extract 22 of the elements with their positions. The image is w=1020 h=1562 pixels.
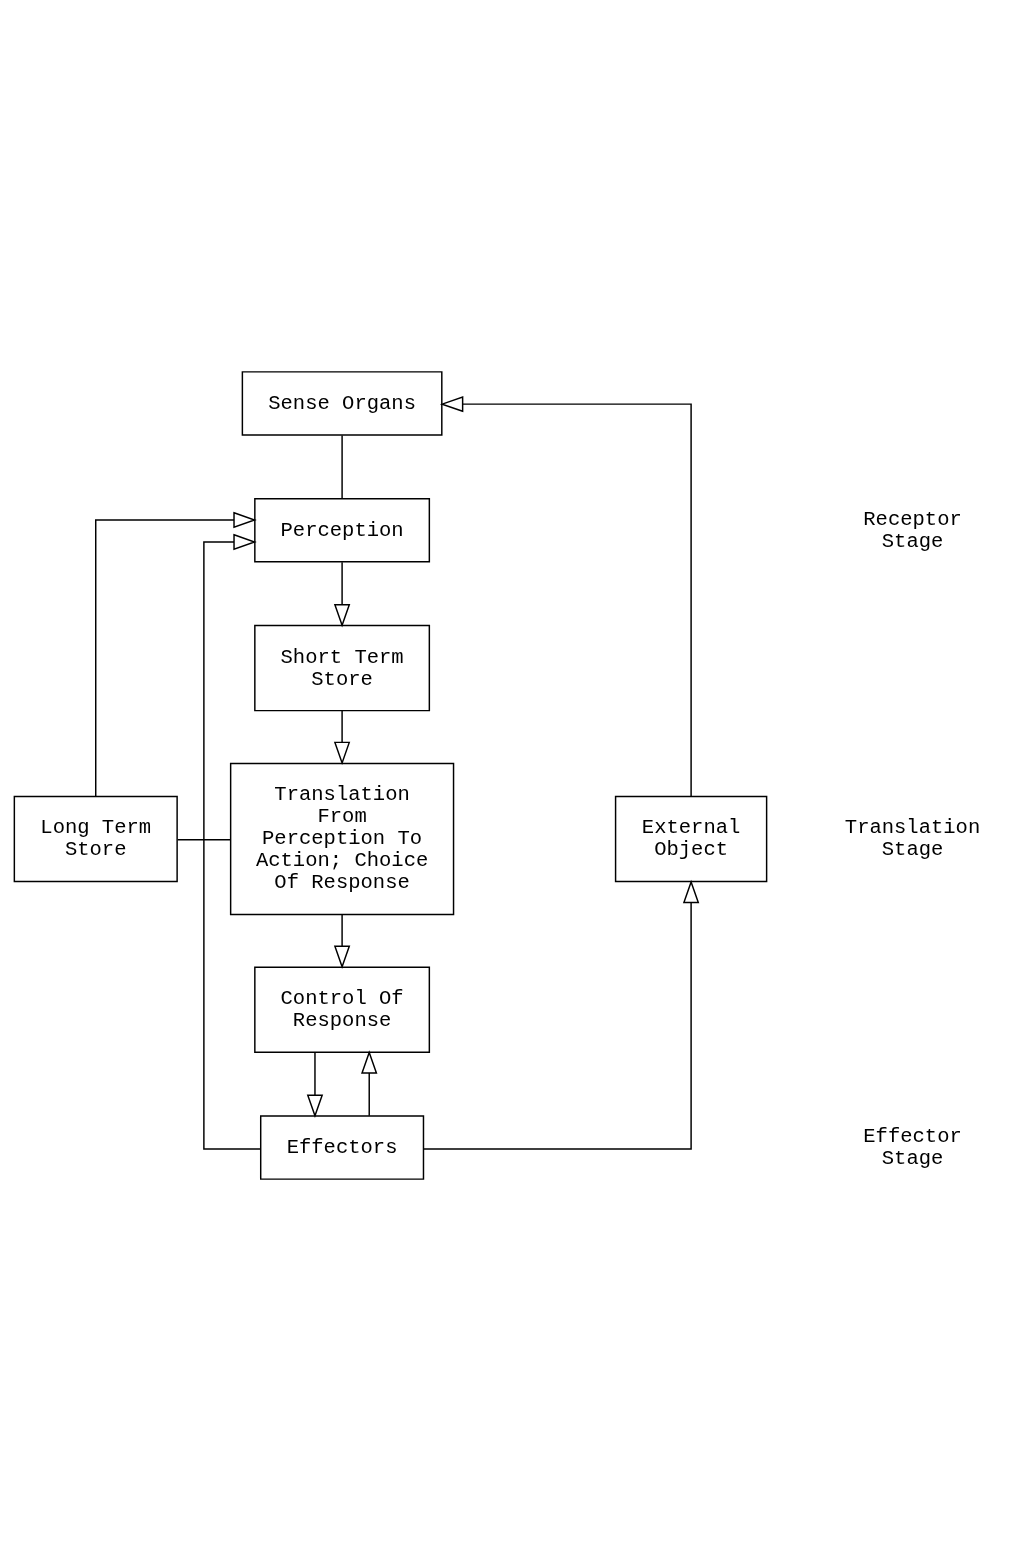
arrow (333, 710, 351, 766)
arrow (95, 511, 257, 797)
node-box: Control Of Response (254, 966, 431, 1054)
arrow (439, 395, 692, 797)
node-box: Sense Organs (241, 371, 443, 436)
arrow (306, 1051, 324, 1118)
node-box: Translation From Perception To Action; Choice Of Response (229, 762, 455, 916)
label: Translation Stage (844, 816, 981, 862)
label: Effector Stage (863, 1125, 962, 1171)
node-box: Effectors (259, 1115, 425, 1180)
connector (341, 434, 343, 500)
connector (177, 838, 232, 841)
node-box: Long Term Store (13, 795, 178, 883)
arrow (333, 561, 351, 628)
arrow (333, 914, 351, 970)
arrow (361, 1050, 378, 1117)
arrow (203, 533, 262, 1150)
node-box: External Object (614, 795, 768, 883)
node-box: Perception (254, 497, 431, 563)
arrow (422, 879, 700, 1150)
label: Receptor Stage (863, 507, 962, 553)
node-box: Short Term Store (254, 624, 431, 712)
